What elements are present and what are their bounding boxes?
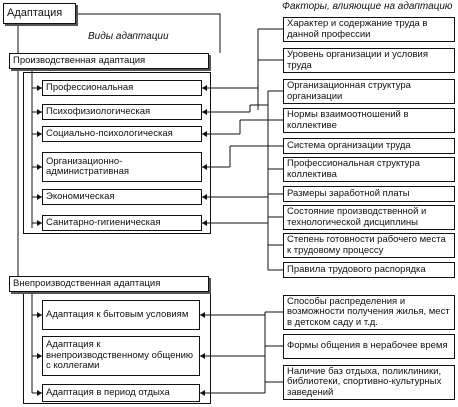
type-organizational-administrative: Организационно-административная xyxy=(42,152,202,182)
production-group-frame xyxy=(23,72,211,234)
nonproduction-adaptation-node: Внепроизводственная адаптация xyxy=(9,276,209,292)
to-psychophysiological-arrowhead xyxy=(202,109,207,115)
types-heading: Виды адаптации xyxy=(88,31,169,42)
type-professional: Профессиональная xyxy=(42,80,202,96)
production-branch-5-arrowhead xyxy=(37,220,42,226)
type-leisure: Адаптация в период отдыха xyxy=(42,384,200,402)
nonproduction-branch-1-arrowhead xyxy=(37,353,42,359)
type-socio-psychological: Социально-психологическая xyxy=(42,126,202,142)
to-sanitary-arrowhead xyxy=(202,220,207,226)
factor-workplace-readiness: Степень готовности рабочего места к труд… xyxy=(283,233,455,258)
to-leisure-arrowhead xyxy=(200,390,205,396)
root-node-adaptation: Адаптация xyxy=(3,3,76,24)
factor-communication-forms: Формы общения в нерабочее время xyxy=(283,334,455,359)
production-adaptation-node: Производственная адаптация xyxy=(9,53,209,69)
to-socio-arrowhead xyxy=(202,131,207,137)
root-to-heading xyxy=(76,13,221,53)
nonproduction-branch-2-arrowhead xyxy=(37,390,42,396)
factor-professional-structure: Профессиональная структура коллектива xyxy=(283,157,455,182)
factor-salary: Размеры заработной платы xyxy=(283,186,455,202)
factor-discipline: Состояние производственной и технологиче… xyxy=(283,205,455,230)
factor-work-nature: Характер и содержание труда в данной про… xyxy=(283,17,455,42)
to-organizational-arrowhead xyxy=(202,164,207,170)
production-branch-3-arrowhead xyxy=(37,164,42,170)
factor-work-rules: Правила трудового распорядка xyxy=(283,262,455,278)
nonproduction-branch-0-arrowhead xyxy=(37,312,42,318)
factor-work-organization: Система организации труда xyxy=(283,138,455,154)
to-economic-arrowhead xyxy=(202,194,207,200)
factor-org-structure: Организационная структура организации xyxy=(283,79,455,104)
production-branch-2-arrowhead xyxy=(37,131,42,137)
to-household-arrowhead xyxy=(200,312,205,318)
production-branch-0-arrowhead xyxy=(37,85,42,91)
factor-leisure-facilities: Наличие баз отдыха, поликлиники, библиот… xyxy=(283,365,455,400)
type-psychophysiological: Психофизиологическая xyxy=(42,104,202,120)
type-household: Адаптация к бытовым условиям xyxy=(42,300,200,330)
production-branch-1-arrowhead xyxy=(37,109,42,115)
type-nonwork-communication: Адаптация к внепроизводственному общению… xyxy=(42,336,200,376)
bus-a-to-professional-arrowhead xyxy=(202,85,207,91)
factor-housing: Способы распределения и возможности полу… xyxy=(283,295,455,330)
factor-relationship-norms: Нормы взаимоотношений в коллективе xyxy=(283,108,455,133)
type-economic: Экономическая xyxy=(42,189,202,205)
factors-heading: Факторы, влияющие на адаптацию xyxy=(282,1,453,12)
root-label: Адаптация xyxy=(7,7,63,20)
production-branch-4-arrowhead xyxy=(37,194,42,200)
to-communication-arrowhead xyxy=(200,353,205,359)
type-sanitary-hygienic: Санитарно-гигиеническая xyxy=(42,215,202,231)
factor-work-conditions: Уровень организации и условия труда xyxy=(283,48,455,73)
